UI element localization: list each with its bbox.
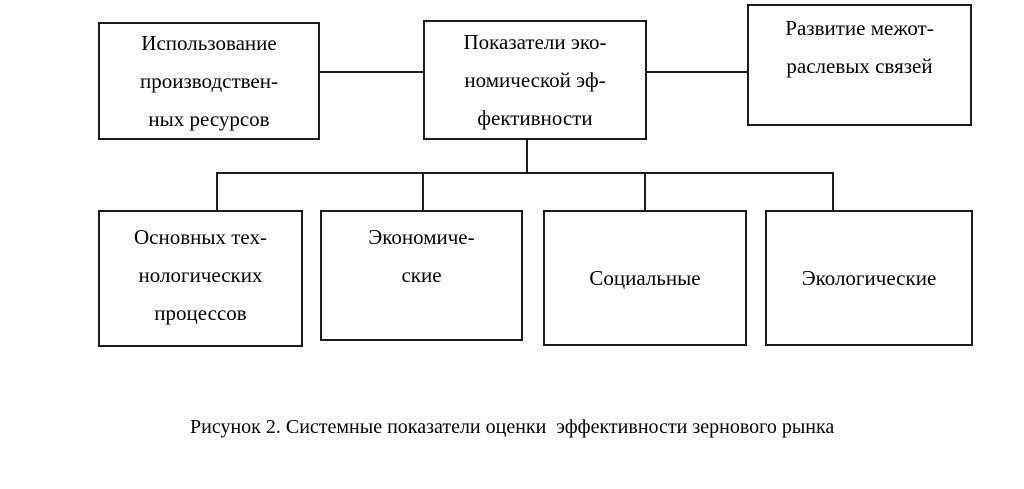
box-main-technological-processes: Основных тех- нологических процессов <box>98 210 303 347</box>
box-ecological: Экологические <box>765 210 973 346</box>
box-ecological-line: Экологические <box>801 266 937 290</box>
figure-caption: Рисунок 2. Системные показатели оценки э… <box>190 416 835 438</box>
connector-drop-economic <box>422 172 424 210</box>
box-economic-efficiency-indicators-line: фективности <box>477 106 593 130</box>
box-economic-line: Экономиче- <box>368 225 475 249</box>
box-intersectoral-relations: Развитие межот- раслевых связей <box>747 4 972 126</box>
box-main-technological-processes-line: нологических <box>138 263 263 287</box>
box-intersectoral-relations-line: Развитие межот- <box>785 16 934 40</box>
box-intersectoral-relations-line: раслевых связей <box>786 54 933 78</box>
connector-indicators-to-relations <box>647 71 747 73</box>
box-social: Социальные <box>543 210 747 346</box>
connector-indicators-stem <box>526 140 528 173</box>
box-economic-efficiency-indicators-line: номической эф- <box>464 68 606 92</box>
connector-drop-social <box>644 172 646 210</box>
box-economic: Экономиче- ские <box>320 210 523 341</box>
box-production-resources: Использование производствен- ных ресурсо… <box>98 22 320 140</box>
box-economic-efficiency-indicators: Показатели эко- номической эф- фективнос… <box>423 20 647 140</box>
connector-spine <box>216 172 834 174</box>
box-production-resources-line: производствен- <box>140 69 278 93</box>
box-production-resources-line: ных ресурсов <box>148 107 270 131</box>
connector-drop-ecological <box>832 172 834 210</box>
box-economic-efficiency-indicators-line: Показатели эко- <box>463 30 607 54</box>
box-main-technological-processes-line: процессов <box>154 301 247 325</box>
box-economic-line: ские <box>401 263 442 287</box>
connector-drop-processes <box>216 172 218 210</box>
box-main-technological-processes-line: Основных тех- <box>134 225 267 249</box>
connector-resources-to-indicators <box>320 71 423 73</box>
box-production-resources-line: Использование <box>141 31 277 55</box>
box-social-line: Социальные <box>589 266 701 290</box>
